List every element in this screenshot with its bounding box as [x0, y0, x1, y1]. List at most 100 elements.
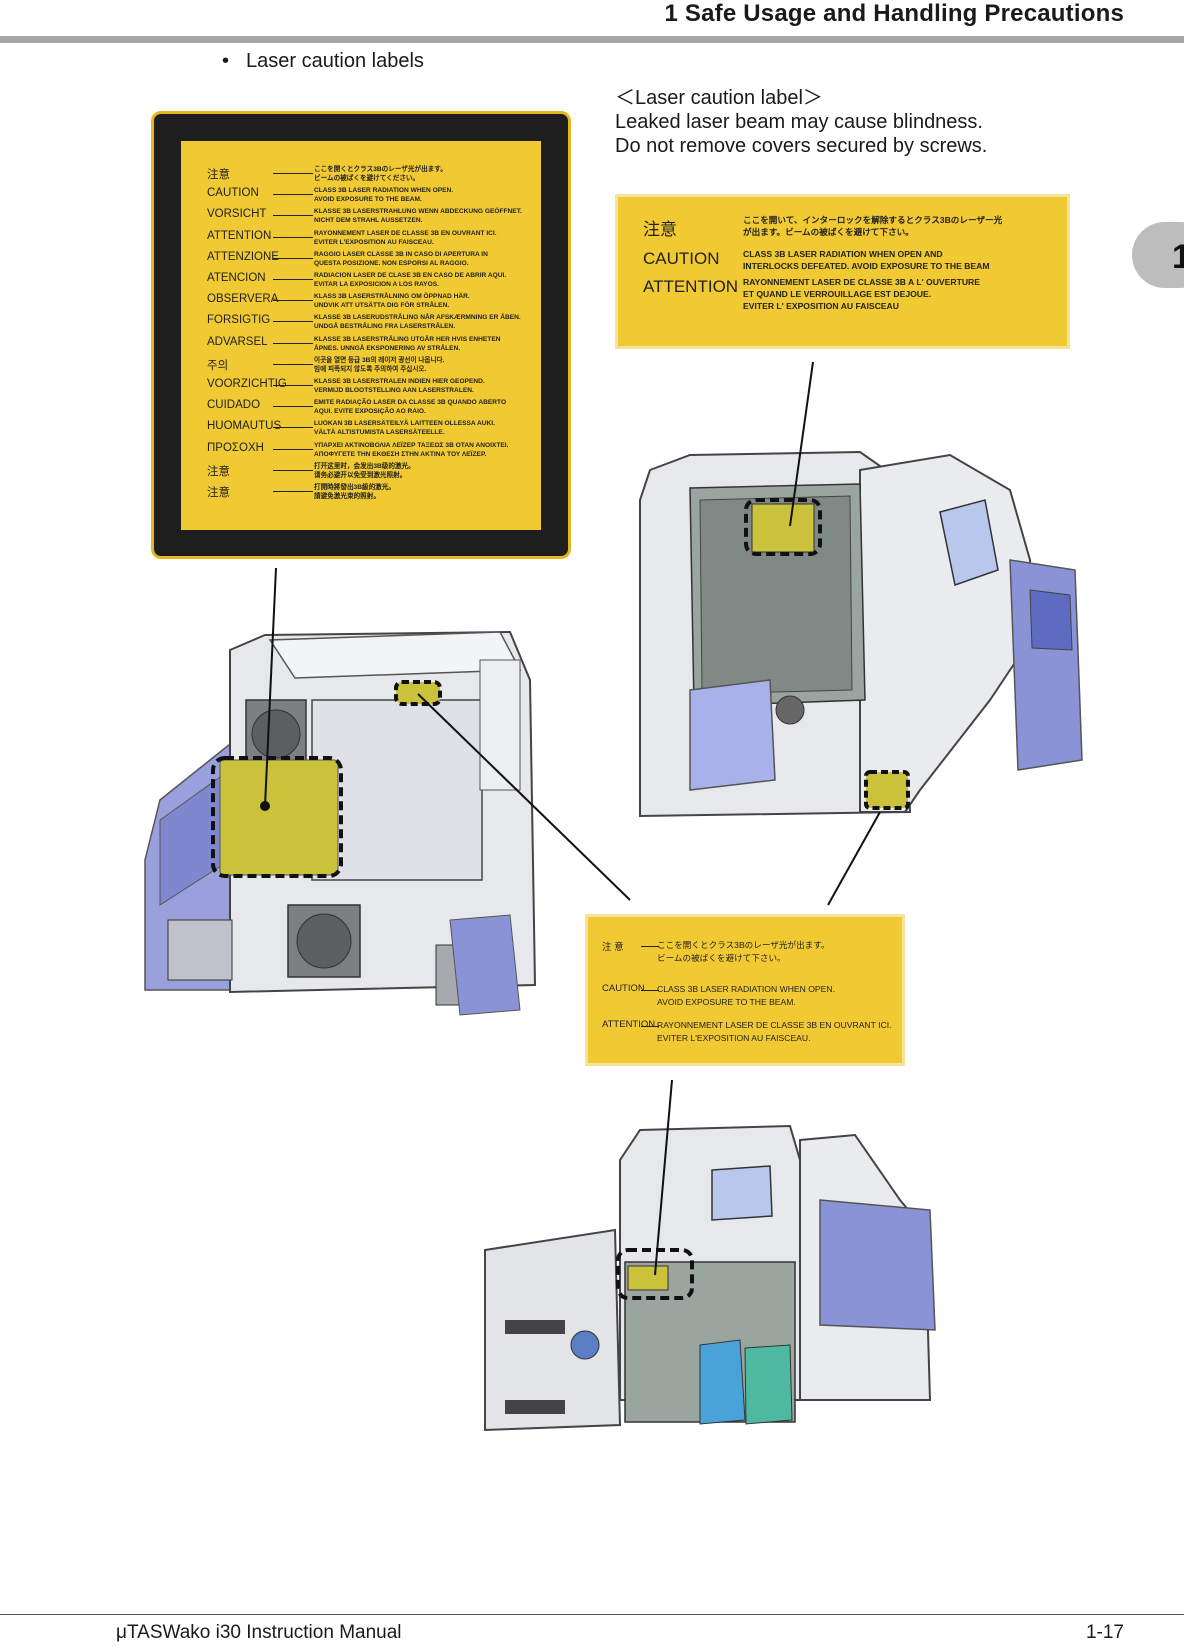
label-row-rule [273, 469, 313, 471]
label-row-rule [641, 990, 659, 991]
label-row-key: ΠΡΟΣΟΧΗ [207, 441, 264, 454]
footer-rule [0, 1614, 1184, 1615]
label-row: OBSERVERA KLASS 3B LASERSTRÅLNING OM ÖPPN… [181, 292, 541, 313]
label-row: 注意 打开这里时，会发出3B级的激光。 请务必避开以免受到激光照射。 [181, 462, 541, 483]
label-row: ATENCION RADIACION LASER DE CLASE 3B EN C… [181, 271, 541, 292]
label-row-key: ATENCION [207, 272, 266, 284]
multilingual-laser-label: 注意 ここを開くとクラス3Bのレーザ光が出ます。 ビームの被ばくを避けてください。… [151, 111, 571, 559]
label-row: VOORZICHTIG KLASSE 3B LASERSTRALEN INDIEN… [181, 377, 541, 398]
label-row-rule [273, 321, 313, 323]
label-row: CAUTION CLASS 3B LASER RADIATION WHEN OPE… [181, 186, 541, 207]
label-row: HUOMAUTUS LUOKAN 3B LASERSÄTEILYÄ LAITTEE… [181, 419, 541, 440]
machine-front-view [484, 1124, 936, 1432]
label-row-rule [273, 448, 313, 450]
label-row-rule [273, 194, 313, 196]
label-row-key: HUOMAUTUS [207, 420, 282, 433]
label-row: 注意 ここを開くとクラス3Bのレーザ光が出ます。 ビームの被ばくを避けてください。 [181, 165, 541, 186]
label-row-text: RADIACION LASER DE CLASE 3B EN CASO DE A… [314, 272, 507, 288]
interlock-laser-label: 注意 ここを開いて、インターロックを解除するとクラス3Bのレーザー光 が出ます。ビ… [615, 194, 1070, 349]
label-row-key: 注意 [207, 487, 230, 499]
label-row-text: KLASSE 3B LASERUDSTRÅLING NÅR AFSKÆRMNIN… [314, 314, 521, 331]
footer-manual-title: μTASWako i30 Instruction Manual [116, 1622, 402, 1643]
label-row-rule [273, 427, 313, 429]
label-row-key: FORSIGTIG [207, 314, 271, 327]
header-rule [0, 36, 1184, 43]
label-row-rule [273, 215, 313, 217]
caption-line-3: Do not remove covers secured by screws. [615, 135, 988, 157]
bullet-heading: • Laser caution labels [222, 50, 424, 73]
label-row-text: 打开这里时，会发出3B级的激光。 请务必避开以免受到激光照射。 [314, 462, 415, 479]
multilingual-laser-label-face: 注意 ここを開くとクラス3Bのレーザ光が出ます。 ビームの被ばくを避けてください。… [181, 141, 541, 530]
label-row-text: 이곳을 열면 등급 3B의 레이저 광선이 나옵니다. 빔에 피폭되지 않도록 … [314, 356, 445, 373]
label-row-text: KLASSE 3B LASERSTRALEN INDIEN HIER GEOPE… [314, 378, 485, 394]
label-row-key: VOORZICHTIG [207, 378, 287, 390]
label-row: 注意 打開時將發出3B級的激光。 請避免激光束的照射。 [181, 483, 541, 504]
label-caption: ＜Laser caution label＞ Leaked laser beam … [615, 86, 987, 158]
label-row-key: 注意 [207, 465, 230, 478]
label-row: ΠΡΟΣΟΧΗ ΥΠΑΡΧΕΙ ΑΚΤΙΝΟΒΟΛΙΑ ΛΕΪΖΕΡ ΤΑΞΕΩΣ… [181, 441, 541, 462]
label-row-rule [273, 236, 313, 238]
label-row-key: ATTENZIONE [207, 250, 279, 263]
label-row-rule [273, 491, 313, 492]
label-row-text: ΥΠΑΡΧΕΙ ΑΚΤΙΝΟΒΟΛΙΑ ΛΕΪΖΕΡ ΤΑΞΕΩΣ 3B ΟΤΑ… [314, 441, 509, 458]
label-row-key: ADVARSEL [207, 335, 268, 348]
label-row-key: CAUTION [602, 983, 645, 994]
label-row-rule [273, 257, 313, 259]
label-row-text: RAGGIO LASER CLASSE 3B IN CASO DI APERTU… [314, 250, 488, 267]
label-row: ADVARSEL KLASSE 3B LASERSTRÅLING UTGÅR HE… [181, 335, 541, 356]
label-row-rule [273, 279, 313, 280]
bullet-text: Laser caution labels [246, 50, 424, 72]
label-row-key: VORSICHT [207, 208, 267, 221]
label-row-rule [641, 946, 659, 947]
label-row: 주의 이곳을 열면 등급 3B의 레이저 광선이 나옵니다. 빔에 피폭되지 않도… [181, 356, 541, 377]
label-row-text: ここを開いて、インターロックを解除するとクラス3Bのレーザー光 が出ます。ビーム… [743, 215, 1003, 237]
caption-line-2: Leaked laser beam may cause blindness. [615, 111, 983, 133]
label-row: FORSIGTIG KLASSE 3B LASERUDSTRÅLING NÅR A… [181, 313, 541, 334]
label-row-key: ATTENTION [643, 277, 739, 296]
label-row-rule [273, 342, 313, 344]
label-row-text: KLASSE 3B LASERSTRÅLING UTGÅR HER HVIS E… [314, 335, 501, 352]
label-row-key: OBSERVERA [207, 293, 279, 306]
label-row-key: 注意 [643, 220, 677, 239]
label-row-text: KLASSE 3B LASERSTRAHLUNG WENN ABDECKUNG … [314, 208, 522, 225]
label-row-rule [273, 300, 313, 302]
label-row-key: CUIDADO [207, 399, 261, 412]
label-row-text: EMITE RADIAÇÃO LASER DA CLASSE 3B QUANDO… [314, 399, 507, 416]
label-row-rule [273, 173, 313, 174]
label-row-text: ここを開くとクラス3Bのレーザ光が出ます。 ビームの被ばくを避けてください。 [314, 166, 447, 182]
label-row-text: KLASS 3B LASERSTRÅLNING OM ÖPPNAD HÄR. U… [314, 293, 470, 310]
laser-caution-label-small: 注 意 ここを開くとクラス3Bのレーザ光が出ます。 ビームの被ばくを避けて下さい。… [585, 914, 905, 1066]
label-row: CUIDADO EMITE RADIAÇÃO LASER DA CLASSE 3B… [181, 398, 541, 419]
label-row-key: 注 意 [602, 942, 624, 953]
label-row-text: RAYONNEMENT LASER DE CLASSE 3B EN OUVRAN… [657, 1020, 892, 1043]
label-row: ATTENZIONE RAGGIO LASER CLASSE 3B IN CASO… [181, 250, 541, 271]
label-row-text: CLASS 3B LASER RADIATION WHEN OPEN. AVOI… [657, 984, 835, 1007]
chapter-tab: 1 [1132, 222, 1184, 288]
label-row-rule [273, 363, 313, 365]
label-row-key: 注意 [207, 169, 230, 181]
label-row-key: ATTENTION [207, 229, 272, 242]
label-row-text: CLASS 3B LASER RADIATION WHEN OPEN AND I… [743, 249, 990, 271]
footer-page-number: 1-17 [1085, 1622, 1124, 1643]
leader-lines [264, 361, 881, 1276]
label-row-rule [273, 385, 313, 386]
caption-title: ＜Laser caution label＞ [615, 87, 823, 109]
label-row: VORSICHT KLASSE 3B LASERSTRAHLUNG WENN AB… [181, 207, 541, 228]
label-row-key: CAUTION [207, 187, 259, 200]
label-row-key: 주의 [207, 359, 229, 372]
bullet-marker: • [222, 50, 230, 72]
label-row-text: ここを開くとクラス3Bのレーザ光が出ます。 ビームの被ばくを避けて下さい。 [657, 940, 830, 963]
label-row-rule [641, 1026, 659, 1027]
chapter-tab-number: 1 [1172, 238, 1184, 276]
label-row-text: 打開時將發出3B級的激光。 請避免激光束的照射。 [314, 484, 395, 500]
label-row-text: CLASS 3B LASER RADIATION WHEN OPEN. AVOI… [314, 187, 454, 204]
label-row-key: ATTENTION [602, 1019, 656, 1030]
label-row-text: LUOKAN 3B LASERSÄTEILYÄ LAITTEEN OLLESSA… [314, 420, 495, 437]
page-header-title: 1 Safe Usage and Handling Precautions [664, 0, 1124, 27]
label-row-rule [273, 406, 313, 408]
label-row-key: CAUTION [643, 249, 720, 268]
machine-side-view [639, 450, 1083, 818]
machine-rear-view [144, 630, 537, 1016]
